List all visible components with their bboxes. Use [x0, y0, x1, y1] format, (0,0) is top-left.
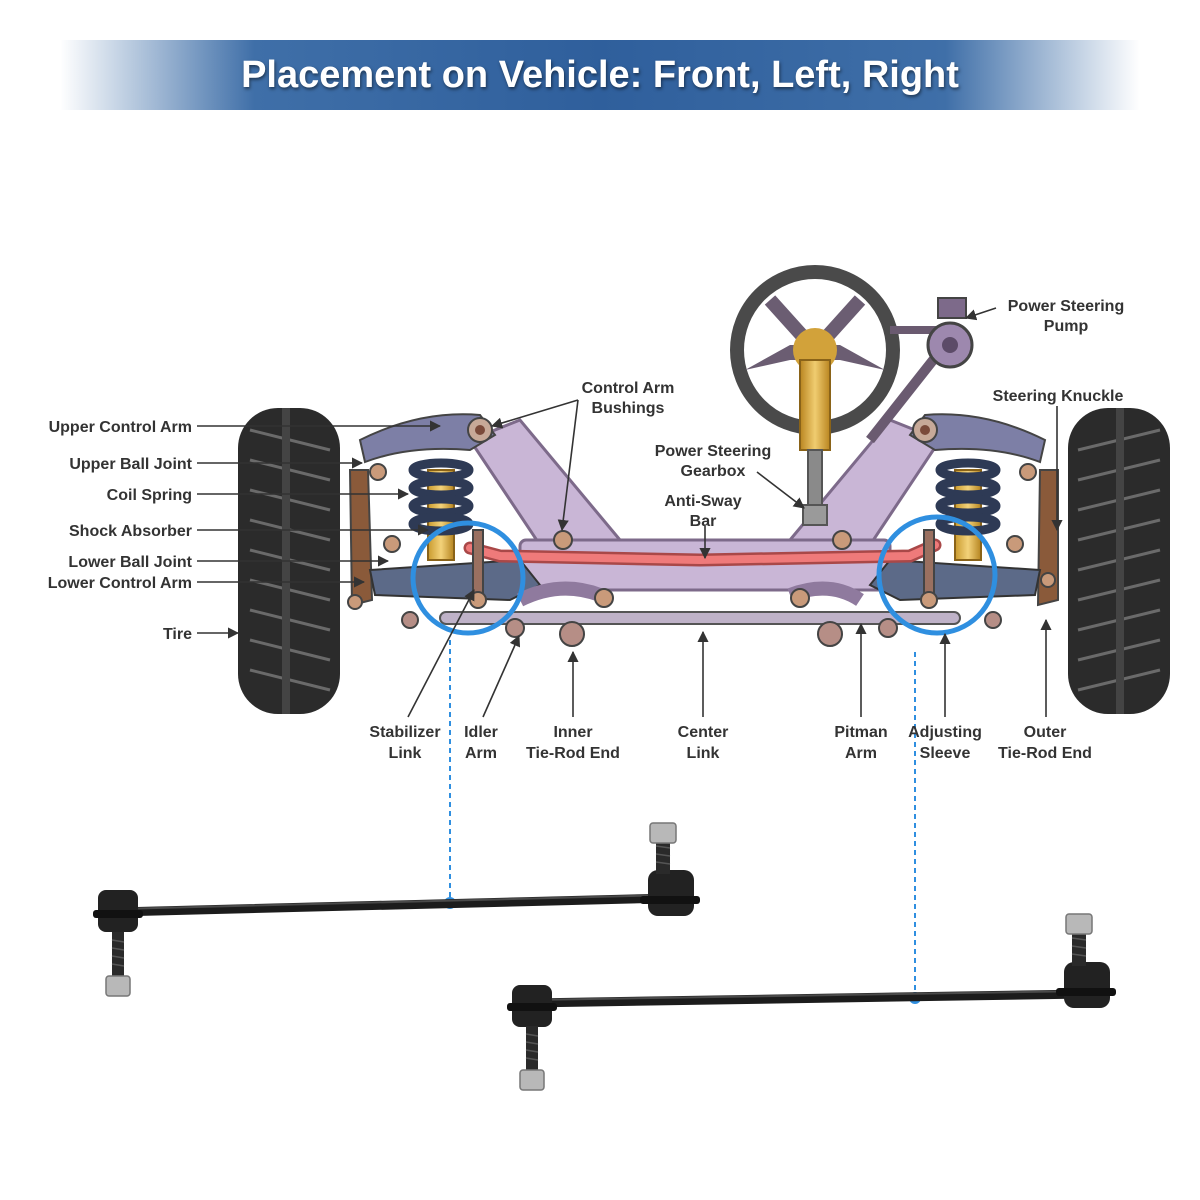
label-outer-tie-rod-end-2: Tie-Rod End	[998, 745, 1092, 762]
left-lower-control-arm	[368, 558, 542, 602]
page-title: Placement on Vehicle: Front, Left, Right	[241, 54, 959, 96]
label-inner-tie-rod-end-2: Tie-Rod End	[526, 745, 620, 762]
label-anti-sway-bar-2: Bar	[690, 513, 717, 530]
title-banner: Placement on Vehicle: Front, Left, Right	[60, 40, 1140, 110]
right-highlight-circle	[876, 514, 998, 636]
product-link-left	[93, 822, 700, 997]
label-stabilizer-link-1: Stabilizer	[369, 724, 440, 741]
leader-lines	[197, 307, 1063, 718]
idler-arm-shape	[516, 581, 603, 607]
label-upper-control-arm: Upper Control Arm	[49, 419, 192, 436]
left-upper-control-arm	[358, 413, 497, 464]
label-center-link-2: Link	[687, 745, 720, 762]
power-steering-pump	[866, 297, 974, 444]
label-power-steering-gearbox-1: Power Steering	[655, 443, 771, 460]
left-steering-knuckle	[348, 469, 374, 607]
left-coil-spring	[408, 458, 474, 561]
right-lower-control-arm	[868, 558, 1042, 602]
left-highlight-circle	[410, 520, 526, 636]
label-power-steering-pump-1: Power Steering	[1008, 298, 1124, 315]
right-steering-knuckle	[1036, 469, 1059, 607]
steering-column	[799, 359, 831, 526]
tie-rod-joints	[401, 611, 1002, 647]
label-lower-ball-joint: Lower Ball Joint	[68, 554, 192, 571]
label-inner-tie-rod-end-1: Inner	[553, 724, 592, 741]
label-lower-control-arm: Lower Control Arm	[48, 575, 192, 592]
label-tire: Tire	[163, 626, 192, 643]
right-upper-control-arm	[908, 413, 1047, 464]
label-control-arm-bushings-2: Bushings	[592, 400, 665, 417]
label-idler-arm-2: Arm	[465, 745, 497, 762]
label-pitman-arm-1: Pitman	[834, 724, 887, 741]
label-stabilizer-link-2: Link	[389, 745, 422, 762]
label-steering-knuckle: Steering Knuckle	[993, 388, 1124, 405]
label-anti-sway-bar-1: Anti-Sway	[664, 493, 741, 510]
label-shock-absorber: Shock Absorber	[69, 523, 192, 540]
label-power-steering-pump-2: Pump	[1044, 318, 1089, 335]
part-labels: Upper Control Arm Upper Ball Joint Coil …	[48, 298, 1125, 762]
label-control-arm-bushings-1: Control Arm	[582, 380, 675, 397]
bolts	[347, 463, 1056, 610]
label-upper-ball-joint: Upper Ball Joint	[69, 456, 192, 473]
label-power-steering-gearbox-2: Gearbox	[681, 463, 746, 480]
product-link-right	[507, 913, 1116, 1091]
label-outer-tie-rod-end-1: Outer	[1024, 724, 1067, 741]
right-tire	[1068, 408, 1170, 714]
label-pitman-arm-2: Arm	[845, 745, 877, 762]
right-coil-spring	[935, 458, 1001, 561]
diagram-stabilizer-links	[469, 529, 938, 609]
label-adjusting-sleeve-2: Sleeve	[920, 745, 971, 762]
label-coil-spring: Coil Spring	[107, 487, 192, 504]
label-center-link-1: Center	[678, 724, 729, 741]
label-adjusting-sleeve-1: Adjusting	[908, 724, 982, 741]
label-idler-arm-1: Idler	[464, 724, 498, 741]
